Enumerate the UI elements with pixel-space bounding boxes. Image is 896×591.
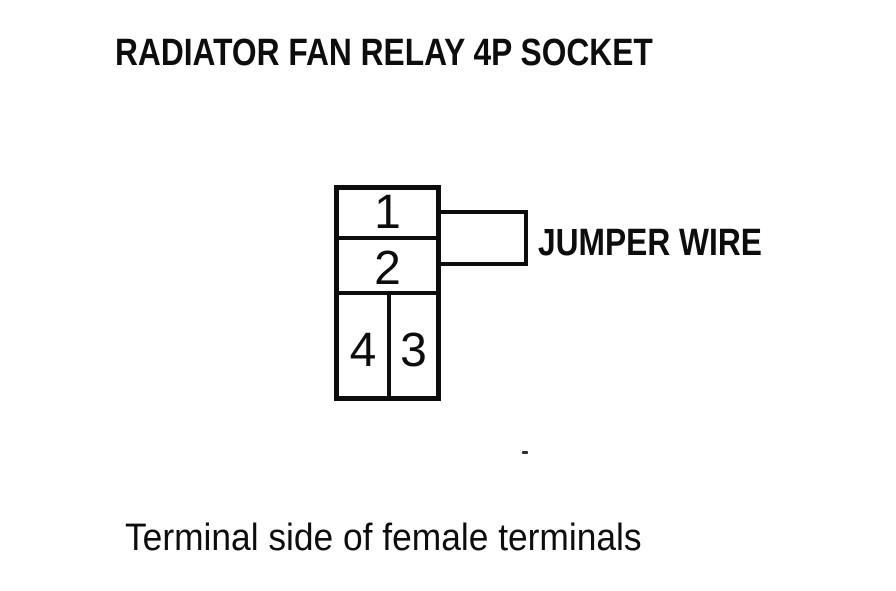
jumper-wire-label: JUMPER WIRE (538, 222, 762, 264)
terminal-bottom-row: 4 3 (339, 295, 436, 396)
terminal-cell-1: 1 (339, 186, 436, 240)
cell-divider (387, 295, 391, 396)
diagram-caption: Terminal side of female terminals (125, 517, 642, 559)
terminal-cell-4: 4 (339, 295, 387, 396)
terminal-cell-2: 2 (339, 240, 436, 295)
ink-speck-artifact (522, 451, 528, 454)
terminal-number-3: 3 (400, 323, 427, 377)
relay-socket-outline: 1 2 4 3 (334, 185, 441, 401)
jumper-wire-symbol (437, 210, 528, 266)
terminal-cell-3: 3 (391, 295, 436, 396)
terminal-number-2: 2 (374, 241, 401, 295)
diagram-title: RADIATOR FAN RELAY 4P SOCKET (115, 32, 653, 74)
terminal-number-1: 1 (374, 186, 401, 239)
terminal-number-4: 4 (349, 323, 377, 377)
